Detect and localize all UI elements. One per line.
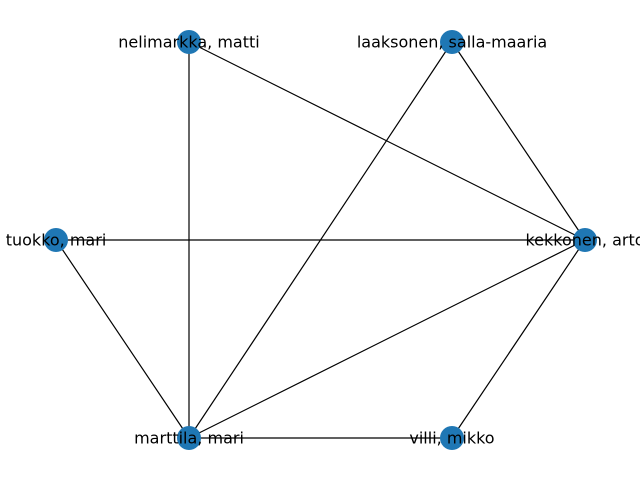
node-kekkonen (573, 228, 597, 252)
edge-tuokko-marttila (55, 239, 190, 439)
node-label-kekkonen: kekkonen, arto (525, 231, 640, 250)
node-nelimarkka (177, 30, 201, 54)
edge-layer (55, 41, 586, 439)
node-label-laaksonen: laaksonen, salla-maaria (357, 33, 547, 52)
node-label-tuokko: tuokko, mari (6, 231, 107, 250)
label-layer: nelimarkka, matti laaksonen, salla-maaria… (6, 33, 640, 448)
edge-nelimarkka-kekkonen (188, 41, 586, 241)
node-label-marttila: marttila, mari (134, 429, 244, 448)
edge-kekkonen-villi (451, 239, 586, 439)
node-laaksonen (440, 30, 464, 54)
node-label-nelimarkka: nelimarkka, matti (118, 33, 259, 52)
node-label-villi: villi, mikko (409, 429, 494, 448)
node-layer (44, 30, 597, 450)
node-villi (440, 426, 464, 450)
edge-kekkonen-marttila (188, 239, 586, 439)
node-tuokko (44, 228, 68, 252)
node-marttila (177, 426, 201, 450)
edge-laaksonen-kekkonen (451, 41, 586, 241)
